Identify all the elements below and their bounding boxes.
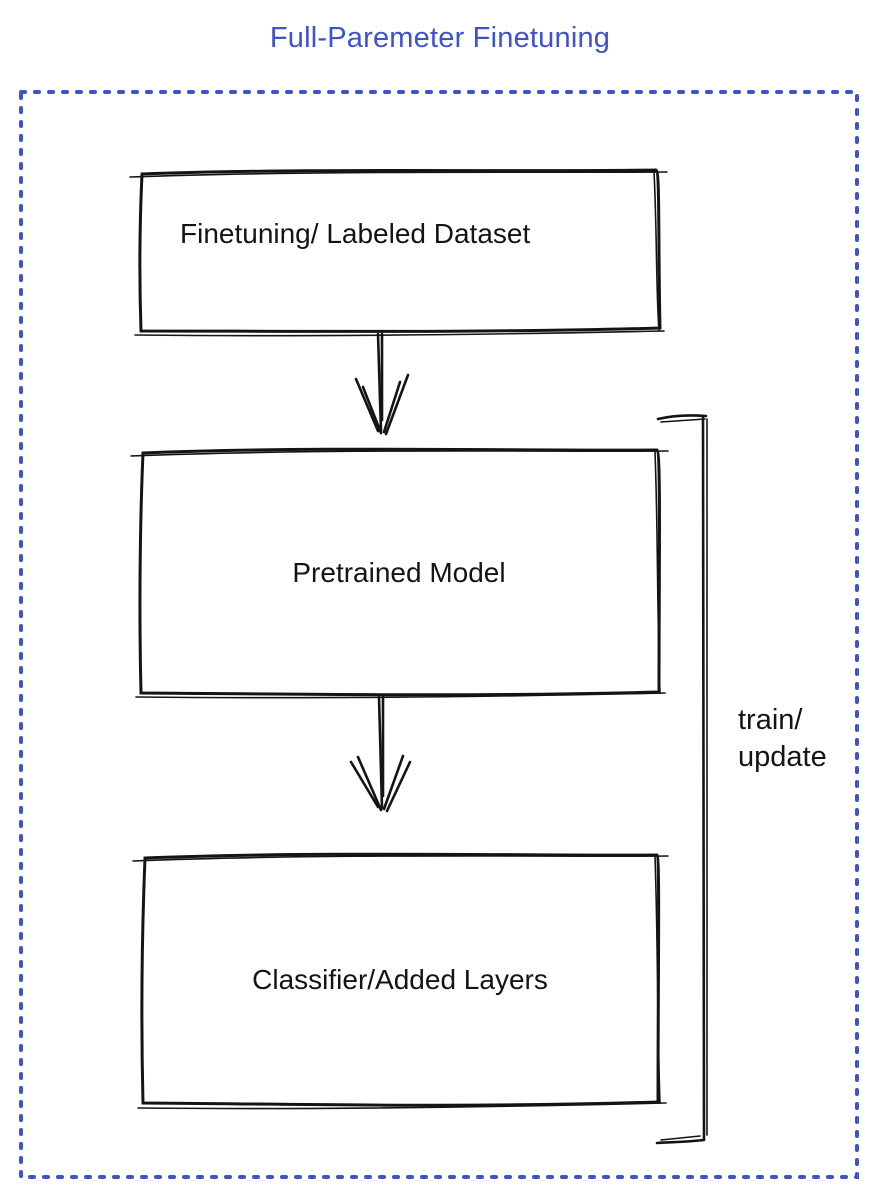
dashed-boundary bbox=[19, 90, 859, 1179]
classifier-box-shape bbox=[132, 852, 669, 1110]
dataset-box-shape bbox=[129, 168, 668, 337]
pretrained-box-shape bbox=[130, 447, 669, 699]
dataset-box-fill bbox=[138, 168, 662, 333]
arrow-pretrained-to-classifier bbox=[349, 695, 412, 813]
arrow-dataset-to-pretrained bbox=[354, 332, 410, 436]
pretrained-box-fill bbox=[138, 447, 661, 697]
diagram-title: Full-Paremeter Finetuning bbox=[269, 22, 611, 54]
classifier-box-fill bbox=[140, 852, 661, 1107]
train-update-bracket bbox=[655, 414, 708, 1145]
bracket-label: train/ update bbox=[738, 704, 827, 773]
